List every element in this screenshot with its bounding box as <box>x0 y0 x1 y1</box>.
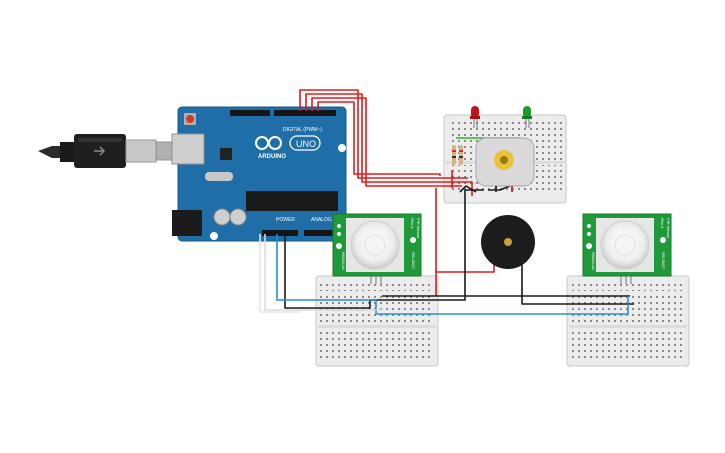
breadboard-bottom-left <box>315 275 439 367</box>
pir-right-label: PIR Sensor <box>666 218 671 239</box>
arduino-uno-board: ARDUINO UNO DIGITAL (PWM~) POWER ANALOG … <box>171 106 347 242</box>
pir-sensor-left: PIR Sensor Rev A PARALLAX 555-28027 <box>332 213 422 284</box>
pir-right-vert1: PARALLAX <box>591 252 595 271</box>
atmega-chip <box>246 191 338 211</box>
pir-right-vert2: 555-28027 <box>661 252 665 269</box>
arduino-brand: ARDUINO <box>258 154 286 160</box>
led-green-icon <box>522 106 532 128</box>
led-red-icon <box>470 106 480 128</box>
pir-sensor-right: PIR Sensor Rev A PARALLAX 555-28027 <box>582 213 672 284</box>
arduino-logo-icon <box>255 136 282 150</box>
analog-label: ANALOG IN <box>311 217 339 223</box>
breadboard-bottom-right <box>566 275 690 367</box>
pir-left-label: PIR Sensor <box>416 218 421 239</box>
reset-button <box>186 115 194 123</box>
pir-left-vert1: PARALLAX <box>341 252 345 271</box>
pir-right-rev: Rev A <box>660 218 665 229</box>
usb-jack <box>171 133 205 165</box>
resistor-icon <box>452 145 463 165</box>
digital-label: DIGITAL (PWM~) <box>283 127 322 133</box>
buzzer-icon <box>481 215 535 269</box>
pir-left-vert2: 555-28027 <box>411 252 415 269</box>
power-jack <box>172 210 202 236</box>
arduino-model: UNO <box>296 139 316 149</box>
motor-icon <box>475 137 535 192</box>
usb-cable-icon <box>38 134 179 168</box>
pir-left-rev: Rev A <box>410 218 415 229</box>
power-label: POWER <box>276 217 295 223</box>
wires <box>259 89 634 315</box>
